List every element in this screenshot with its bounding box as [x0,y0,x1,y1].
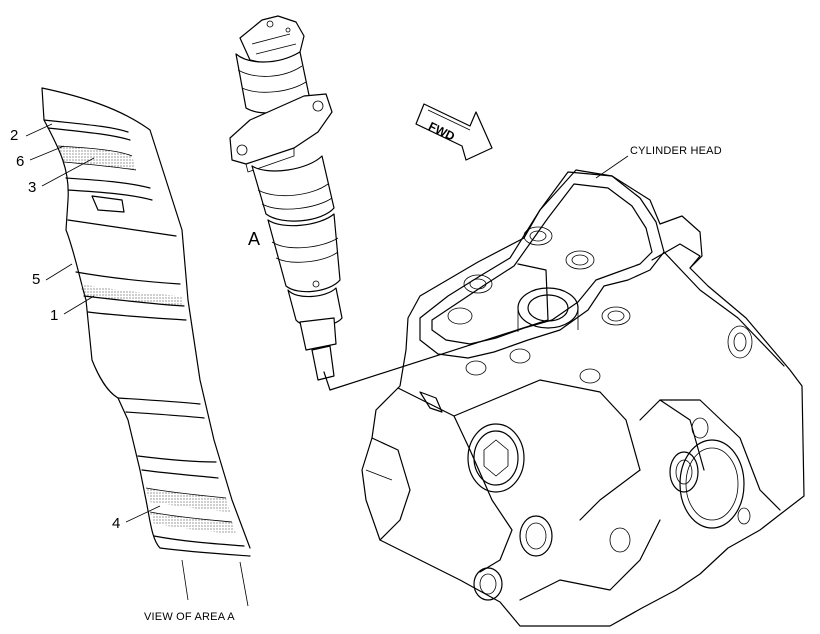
cylinder-head-label: CYLINDER HEAD [630,145,722,157]
callout-1: 1 [50,307,59,324]
callout-4: 4 [112,515,121,532]
fuel-injector-drawing [229,15,343,381]
injector-detail-view [25,87,251,607]
forward-arrow [415,103,493,161]
view-caption: VIEW OF AREA A [144,611,235,623]
cylinder-head-drawing [361,155,805,627]
install-leader-line [323,263,549,391]
callout-6: 6 [16,153,25,170]
area-a-marker: A [248,229,261,249]
callout-5: 5 [32,271,41,288]
callout-2: 2 [10,127,19,144]
callout-3: 3 [28,179,37,196]
